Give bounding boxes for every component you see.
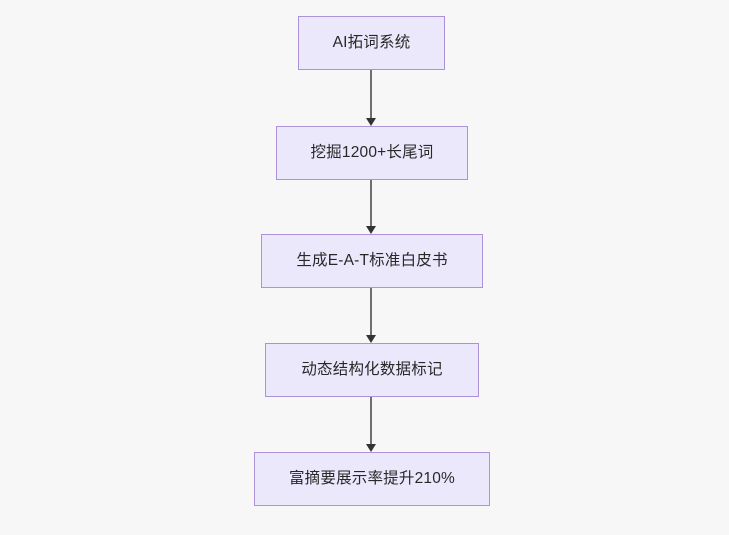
flow-edge-n1-to-n2 xyxy=(366,180,376,234)
flow-node-dynamic-structured-data-markup[interactable]: 动态结构化数据标记 xyxy=(265,343,479,397)
arrow-down-icon xyxy=(366,335,376,343)
flow-node-label: 富摘要展示率提升210% xyxy=(288,470,456,488)
arrow-down-icon xyxy=(366,444,376,452)
flow-node-label: 生成E-A-T标准白皮书 xyxy=(296,252,448,270)
flow-edge-n0-to-n1 xyxy=(366,70,376,126)
flow-node-rich-snippet-impression-uplift[interactable]: 富摘要展示率提升210% xyxy=(254,452,490,506)
arrow-down-icon xyxy=(366,118,376,126)
flow-edge-n2-to-n3 xyxy=(366,288,376,343)
edge-line xyxy=(370,397,372,444)
edge-line xyxy=(370,180,372,226)
edge-line xyxy=(370,70,372,118)
flow-node-mine-longtail-keywords[interactable]: 挖掘1200+长尾词 xyxy=(276,126,468,180)
flow-node-generate-eat-whitepaper[interactable]: 生成E-A-T标准白皮书 xyxy=(261,234,483,288)
flow-edge-n3-to-n4 xyxy=(366,397,376,452)
edge-line xyxy=(370,288,372,335)
arrow-down-icon xyxy=(366,226,376,234)
flow-node-label: 挖掘1200+长尾词 xyxy=(310,144,434,162)
flow-node-label: 动态结构化数据标记 xyxy=(301,361,443,379)
flow-node-ai-keyword-system[interactable]: AI拓词系统 xyxy=(298,16,445,70)
flow-node-label: AI拓词系统 xyxy=(332,34,411,52)
